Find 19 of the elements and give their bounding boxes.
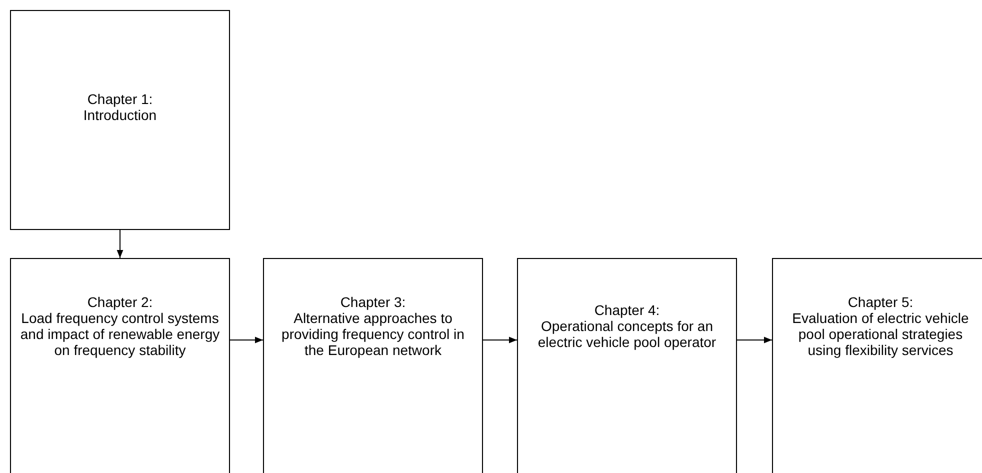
chapter-title: Load frequency control systems and impact of renewable energy on frequency stability bbox=[19, 310, 221, 358]
chapter-box bbox=[517, 258, 737, 473]
arrow bbox=[116, 230, 124, 258]
chapter-box bbox=[263, 258, 483, 473]
chapter-number: Chapter 3: bbox=[339, 294, 407, 310]
chapter-number: Chapter 5: bbox=[846, 294, 914, 310]
chapter-box bbox=[10, 258, 230, 473]
chapter-number: Chapter 4: bbox=[593, 302, 661, 318]
arrow bbox=[736, 336, 772, 344]
chapter-box bbox=[10, 10, 230, 230]
chapter-number: Chapter 2: bbox=[86, 294, 154, 310]
chapter-box bbox=[772, 258, 982, 473]
chapter-title: Evaluation of electric vehicle pool operational strategies using flexibility services bbox=[791, 310, 970, 358]
chapter-title: Alternative approaches to providing frequency control in the European network bbox=[280, 310, 466, 358]
arrow bbox=[482, 336, 518, 344]
chapter-number: Chapter 1: bbox=[86, 91, 154, 107]
chapter-title: Introduction bbox=[82, 107, 158, 123]
chapter-title: Operational concepts for an electric vehicle pool operator bbox=[536, 318, 718, 350]
arrow bbox=[230, 336, 264, 344]
